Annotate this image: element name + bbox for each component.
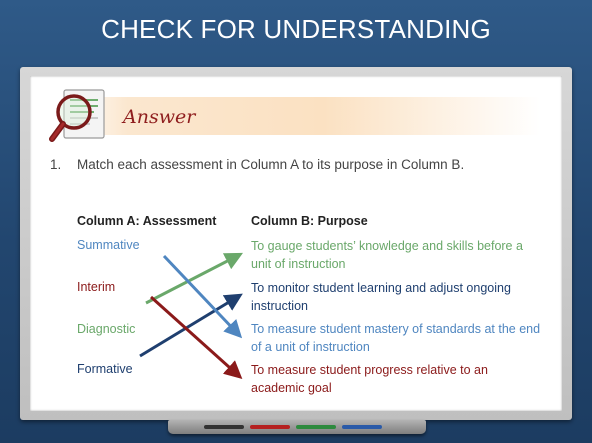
column-b-item-gauge-knowledge: To gauge students’ knowledge and skills … <box>251 239 523 271</box>
marker-pen <box>204 425 244 429</box>
column-b-item-monitor-learning: To monitor student learning and adjust o… <box>251 281 511 313</box>
marker-pen <box>296 425 336 429</box>
arrow-interim <box>149 295 243 380</box>
arrow-formative <box>139 293 243 358</box>
answer-banner <box>60 97 540 135</box>
arrow-diagnostic <box>145 252 243 305</box>
document-magnifier-icon <box>49 89 105 142</box>
title-banner: CHECK FOR UNDERSTANDING <box>0 0 592 58</box>
marker-pen <box>250 425 290 429</box>
marker-pen <box>342 425 382 429</box>
column-b-item-measure-mastery: To measure student mastery of standards … <box>251 322 541 354</box>
column-b-item-measure-progress: To measure student progress relative to … <box>251 363 488 395</box>
question-text: Match each assessment in Column A to its… <box>77 157 465 172</box>
question-number: 1. <box>50 157 62 172</box>
column-a-item-interim: Interim <box>77 280 116 294</box>
column-b-heading: Column B: Purpose <box>251 214 368 228</box>
arrow-summative <box>162 254 243 339</box>
column-a-item-formative: Formative <box>77 362 133 376</box>
column-a-item-summative: Summative <box>77 238 140 252</box>
slide-title: CHECK FOR UNDERSTANDING <box>101 13 491 44</box>
column-a-heading: Column A: Assessment <box>77 214 217 228</box>
marker-tray <box>168 420 426 434</box>
answer-heading: Answer <box>123 106 196 128</box>
column-a-item-diagnostic: Diagnostic <box>77 322 136 336</box>
